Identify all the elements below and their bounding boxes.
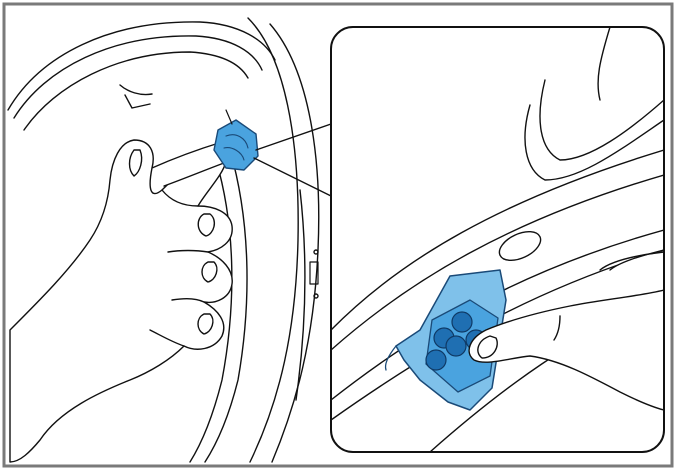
detail-view [331, 27, 664, 452]
